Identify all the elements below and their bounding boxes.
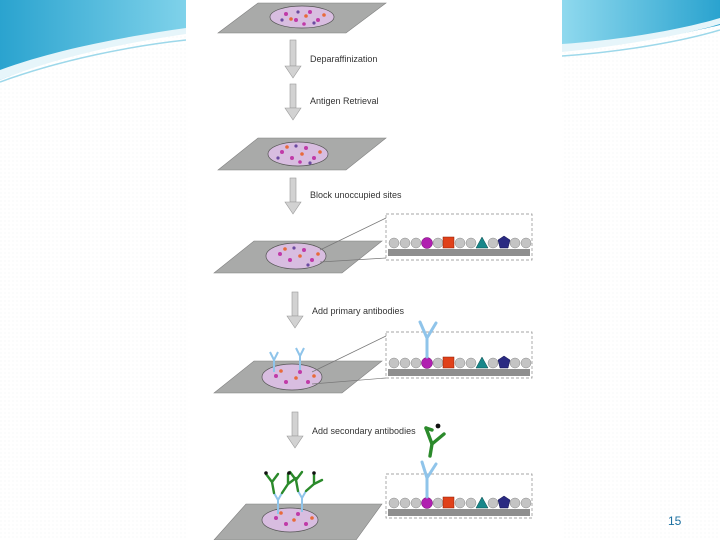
primary-antibody [420,460,438,499]
arrow-down-icon [286,291,304,329]
step-label-block-sites: Block unoccupied sites [310,190,402,200]
slide-tissue-5 [213,470,383,540]
arrow-down-icon [284,39,302,79]
zoom-panel-blocked [385,213,533,261]
step-label-secondary-antibodies: Add secondary antibodies [312,426,416,436]
arrow-down-icon [284,177,302,215]
zoom-panel-primary [385,320,533,379]
step-label-antigen-retrieval: Antigen Retrieval [310,96,379,106]
page-number: 15 [668,514,682,528]
arrow-down-icon [286,411,304,449]
ihc-protocol-diagram [186,0,562,540]
arrow-down-icon [284,83,302,121]
primary-antibody [418,320,438,359]
slide-tissue-1 [217,2,387,34]
step-label-primary-antibodies: Add primary antibodies [312,306,405,316]
slide-tissue-3 [213,217,387,274]
step-label-deparaffinization: Deparaffinization [310,54,378,64]
slide-tissue-2 [217,137,387,171]
zoom-panel-secondary [385,423,533,519]
header-swoosh-right [562,0,720,50]
secondary-antibody [424,426,446,458]
slide-tissue-4 [213,335,387,394]
